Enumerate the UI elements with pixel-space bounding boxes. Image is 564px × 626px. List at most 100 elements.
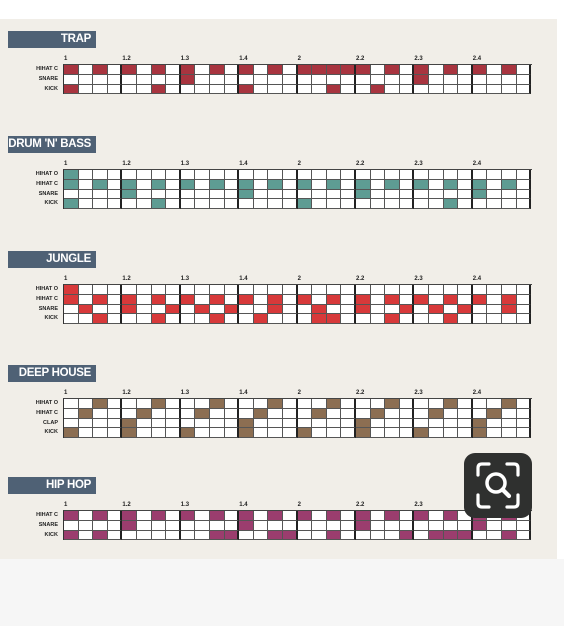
step-cell[interactable]	[414, 199, 429, 210]
step-cell[interactable]	[429, 530, 444, 541]
step-cell[interactable]	[122, 65, 137, 75]
step-cell[interactable]	[370, 189, 386, 200]
step-cell[interactable]	[268, 65, 283, 75]
step-cell[interactable]	[224, 520, 240, 531]
step-cell[interactable]	[443, 294, 459, 305]
step-cell[interactable]	[239, 285, 254, 295]
step-cell[interactable]	[137, 189, 152, 200]
step-cell[interactable]	[399, 520, 415, 531]
step-cell[interactable]	[502, 189, 517, 200]
step-cell[interactable]	[414, 294, 429, 305]
step-cell[interactable]	[414, 65, 429, 75]
step-cell[interactable]	[326, 314, 342, 325]
step-cell[interactable]	[64, 418, 79, 429]
step-cell[interactable]	[487, 294, 502, 305]
step-cell[interactable]	[502, 199, 517, 210]
step-cell[interactable]	[78, 418, 94, 429]
step-cell[interactable]	[356, 304, 371, 315]
step-cell[interactable]	[283, 294, 298, 305]
step-cell[interactable]	[458, 418, 473, 429]
step-cell[interactable]	[312, 520, 327, 531]
step-cell[interactable]	[472, 314, 488, 325]
step-cell[interactable]	[107, 408, 123, 419]
step-cell[interactable]	[414, 74, 429, 85]
step-cell[interactable]	[326, 408, 342, 419]
step-cell[interactable]	[64, 530, 79, 541]
step-cell[interactable]	[151, 189, 167, 200]
step-cell[interactable]	[268, 418, 283, 429]
step-cell[interactable]	[312, 189, 327, 200]
step-cell[interactable]	[253, 285, 269, 295]
step-cell[interactable]	[166, 408, 181, 419]
step-cell[interactable]	[341, 511, 356, 521]
step-cell[interactable]	[253, 199, 269, 210]
step-cell[interactable]	[385, 408, 400, 419]
step-cell[interactable]	[224, 530, 240, 541]
step-cell[interactable]	[78, 399, 94, 409]
step-cell[interactable]	[341, 170, 356, 180]
step-cell[interactable]	[151, 170, 167, 180]
step-cell[interactable]	[341, 418, 356, 429]
step-cell[interactable]	[297, 399, 313, 409]
step-cell[interactable]	[195, 170, 210, 180]
step-cell[interactable]	[297, 179, 313, 190]
step-cell[interactable]	[224, 84, 240, 95]
step-cell[interactable]	[151, 304, 167, 315]
step-cell[interactable]	[122, 294, 137, 305]
step-cell[interactable]	[385, 189, 400, 200]
step-cell[interactable]	[414, 418, 429, 429]
step-cell[interactable]	[253, 418, 269, 429]
step-cell[interactable]	[472, 189, 488, 200]
step-cell[interactable]	[502, 84, 517, 95]
step-cell[interactable]	[137, 428, 152, 439]
step-cell[interactable]	[502, 304, 517, 315]
step-cell[interactable]	[239, 428, 254, 439]
step-cell[interactable]	[385, 170, 400, 180]
step-cell[interactable]	[429, 314, 444, 325]
step-cell[interactable]	[370, 304, 386, 315]
step-cell[interactable]	[93, 530, 108, 541]
step-cell[interactable]	[429, 74, 444, 85]
step-cell[interactable]	[385, 199, 400, 210]
step-cell[interactable]	[166, 170, 181, 180]
step-cell[interactable]	[239, 530, 254, 541]
step-cell[interactable]	[239, 65, 254, 75]
step-cell[interactable]	[516, 428, 532, 439]
step-cell[interactable]	[253, 511, 269, 521]
step-cell[interactable]	[429, 520, 444, 531]
step-cell[interactable]	[195, 511, 210, 521]
step-cell[interactable]	[137, 170, 152, 180]
step-cell[interactable]	[443, 428, 459, 439]
step-cell[interactable]	[195, 74, 210, 85]
step-cell[interactable]	[297, 74, 313, 85]
step-cell[interactable]	[312, 179, 327, 190]
step-cell[interactable]	[326, 294, 342, 305]
step-cell[interactable]	[151, 418, 167, 429]
step-cell[interactable]	[399, 189, 415, 200]
step-cell[interactable]	[180, 408, 196, 419]
step-cell[interactable]	[107, 399, 123, 409]
step-cell[interactable]	[356, 65, 371, 75]
step-cell[interactable]	[443, 520, 459, 531]
step-cell[interactable]	[312, 314, 327, 325]
step-cell[interactable]	[356, 170, 371, 180]
step-cell[interactable]	[487, 199, 502, 210]
step-cell[interactable]	[107, 170, 123, 180]
step-cell[interactable]	[151, 408, 167, 419]
step-cell[interactable]	[312, 304, 327, 315]
step-cell[interactable]	[429, 428, 444, 439]
step-cell[interactable]	[122, 520, 137, 531]
step-cell[interactable]	[326, 418, 342, 429]
step-cell[interactable]	[502, 314, 517, 325]
step-cell[interactable]	[268, 199, 283, 210]
step-cell[interactable]	[151, 399, 167, 409]
step-cell[interactable]	[137, 399, 152, 409]
step-cell[interactable]	[107, 530, 123, 541]
step-cell[interactable]	[137, 294, 152, 305]
step-cell[interactable]	[253, 179, 269, 190]
step-cell[interactable]	[122, 408, 137, 419]
step-cell[interactable]	[122, 74, 137, 85]
step-cell[interactable]	[122, 179, 137, 190]
step-cell[interactable]	[78, 530, 94, 541]
step-cell[interactable]	[370, 314, 386, 325]
